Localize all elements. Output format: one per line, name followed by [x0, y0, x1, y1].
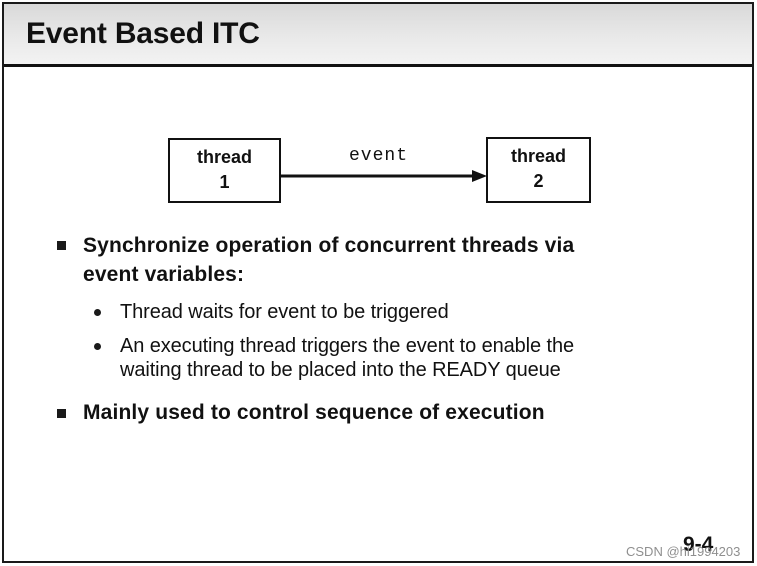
- page-number: 9-4: [683, 533, 714, 556]
- square-bullet-icon: [57, 409, 66, 418]
- thread-2-number: 2: [533, 171, 544, 191]
- thread-1-box: thread 1: [168, 138, 281, 203]
- thread-1-label: thread: [196, 147, 252, 167]
- sub-bullet-2-line-2: waiting thread to be placed into the REA…: [120, 359, 561, 381]
- bullet-1-line-1: Synchronize operation of concurrent thre…: [83, 234, 575, 257]
- thread-1-number: 1: [219, 172, 230, 192]
- sub-bullet-2-line-1: An executing thread triggers the event t…: [120, 335, 574, 357]
- bullet-2-line-1: Mainly used to control sequence of execu…: [83, 401, 545, 424]
- thread-2-label: thread: [510, 146, 566, 166]
- slide-title: Event Based ITC: [26, 17, 260, 50]
- event-arrow-label: event: [349, 146, 409, 166]
- sub-bullet-1-line-1: Thread waits for event to be triggered: [120, 301, 449, 323]
- right-arrow-icon: [280, 170, 487, 182]
- square-bullet-icon: [57, 241, 66, 250]
- dot-bullet-icon: [94, 343, 101, 350]
- bullet-1-line-2: event variables:: [83, 263, 245, 286]
- watermark: CSDN @hi1994203: [626, 544, 741, 559]
- title-bar: [4, 4, 752, 65]
- dot-bullet-icon: [94, 309, 101, 316]
- thread-2-box: thread 2: [486, 137, 591, 203]
- title-divider: [4, 64, 752, 67]
